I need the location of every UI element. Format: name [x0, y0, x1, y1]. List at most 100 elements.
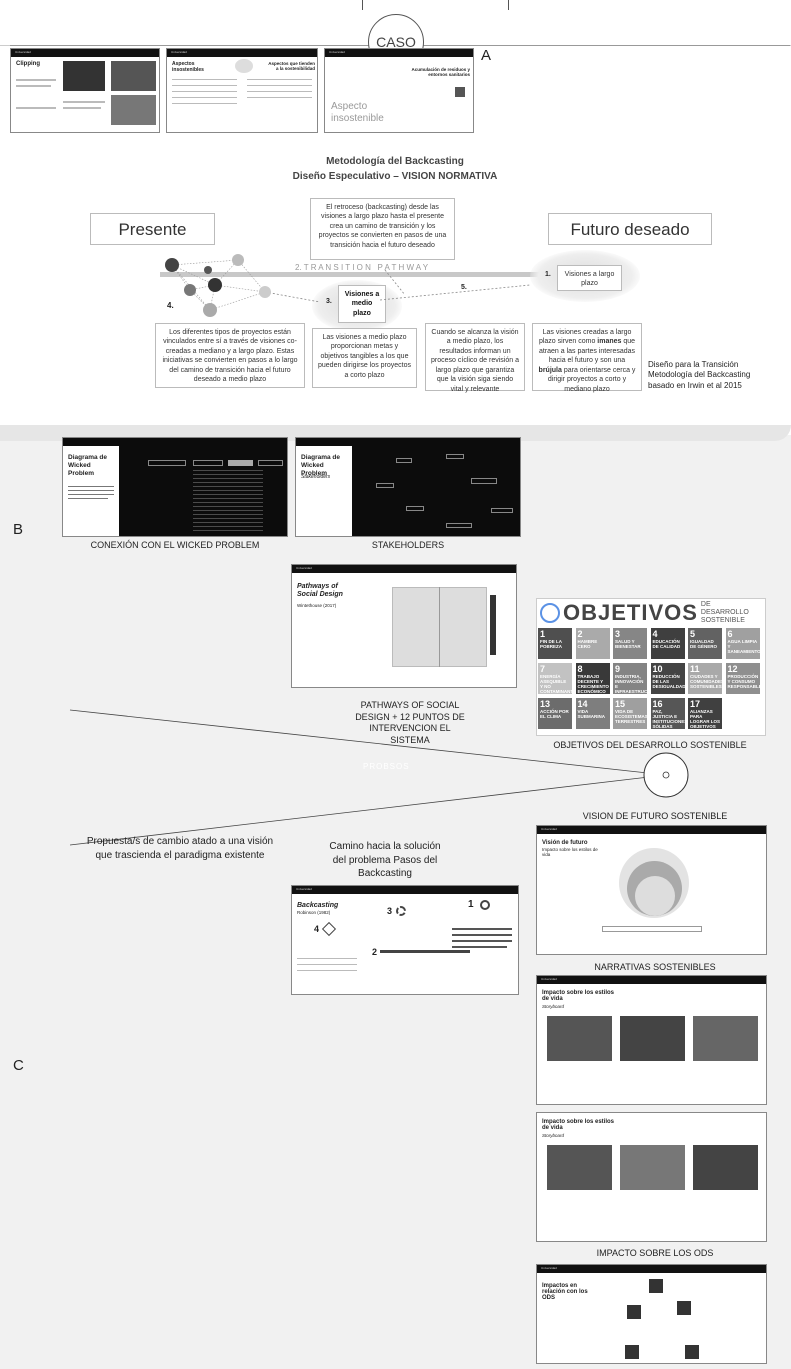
presente-box: Presente [90, 213, 215, 245]
storyboard-panel-1 [547, 1016, 612, 1061]
stakeholder-node-6 [491, 508, 513, 513]
stakeholders-slide: Diagrama de Wicked Problem Stakeholders [295, 437, 521, 537]
ods-tile-number: 13 [540, 699, 551, 709]
caption-pathways: PATHWAYS OF SOCIAL DESIGN + 12 PUNTOS DE… [355, 700, 465, 746]
storyboard-panel-6 [693, 1145, 758, 1190]
stakeholder-node-2 [446, 454, 464, 459]
storyboard-panel-5 [620, 1145, 685, 1190]
pathways-title: Pathways of Social Design [297, 583, 343, 598]
top-tick-right [508, 0, 509, 10]
ods-impact-slide: Universidad Impactos en relación con los… [536, 1264, 767, 1364]
case-slide-aspectos: Universidad Aspectos insostenibles Aspec… [166, 48, 318, 133]
stakeholders-sub: Stakeholders [301, 474, 331, 480]
impacto2-title: Impacto sobre los estilos de vida [542, 1119, 615, 1131]
step1-icon [480, 900, 490, 910]
top-tick-left [362, 0, 363, 10]
caption-narrativas: NARRATIVAS SOSTENIBLES [594, 962, 716, 972]
step3-gear-icon [396, 906, 406, 916]
wicked-map-col1 [148, 460, 186, 466]
desc-box-4: Las visiones creadas a largo plazo sirve… [532, 323, 642, 393]
stakeholder-node-1 [396, 458, 412, 463]
aspectos-image [235, 59, 253, 73]
aspectos-left-title: Aspectos insostenibles [172, 61, 204, 73]
ods-tile-number: 10 [652, 664, 663, 674]
aspectos-right-title: Aspectos que tienden a la sostenibilidad [268, 61, 315, 71]
backcasting-credit: Diseño para la Transición Metodología de… [648, 360, 751, 390]
desc4-text-c: que atraen a las partes interesadas haci… [538, 338, 636, 365]
storyboard-panel-3 [693, 1016, 758, 1061]
desc-box-2: Las visiones a medio plazo proporcionan … [312, 328, 417, 388]
caption-vision: VISION DE FUTURO SOSTENIBLE [582, 811, 728, 821]
step1-label: 1. [545, 271, 551, 278]
backcasting-slide-title: Backcasting [297, 902, 339, 909]
ods-tile-number: 12 [727, 664, 738, 674]
ods-tile-label: PRODUCCIÓN Y CONSUMO RESPONSABLES [727, 673, 765, 689]
clipping-img [63, 61, 105, 91]
stakeholder-node-5 [406, 506, 424, 511]
caption-impacto: IMPACTO SOBRE LOS ODS [596, 1248, 714, 1258]
stakeholders-title: Diagrama de Wicked Problem [301, 454, 341, 477]
storyboard-panel-2 [620, 1016, 685, 1061]
ods-tile-label: REDUCCIÓN DE LAS DESIGUALDADES [652, 673, 692, 689]
ods-tile-number: 11 [690, 664, 700, 674]
pathways-slide: Universidad Pathways of Social Design Wi… [291, 564, 517, 688]
top-note-box: El retroceso (backcasting) desde las vis… [310, 198, 455, 260]
camino-text: Camino hacia la solución del problema Pa… [329, 841, 441, 879]
impacto2-sub: Storyboard [542, 1133, 565, 1138]
ods-tile-number: 9 [615, 664, 621, 674]
ods-impact-tile-5 [685, 1345, 699, 1359]
caption-stakeholders: STAKEHOLDERS [371, 540, 445, 550]
ods-tile-label: SALUD Y BIENESTAR [615, 638, 641, 649]
vision-slide: Universidad Visión de futuro Impacto sob… [536, 825, 767, 955]
ods-tile-number: 4 [652, 629, 658, 639]
ods-header-small: DE DESARROLLO SOSTENIBLE [700, 601, 749, 624]
ods-impact-title: Impactos en relación con los ODS [542, 1283, 588, 1301]
insostenible-heading: Acumulación de residuos y entornos sanit… [411, 67, 470, 77]
wicked-map-col4 [258, 460, 283, 466]
impacto1-sub: Storyboard [542, 1004, 565, 1009]
clipping-title: Clipping [16, 61, 40, 67]
storyboard-panel-4 [547, 1145, 612, 1190]
vision-bottom-bar [602, 926, 702, 932]
stakeholders-left-panel [296, 446, 352, 536]
ods-tile-label: AGUA LIMPIA Y SANEAMIENTO [727, 638, 761, 654]
backcasting-title-line1: Metodología del Backcasting [326, 156, 464, 167]
wicked-title: Diagrama de Wicked Problem [68, 454, 108, 477]
insostenible-big-label: Aspecto insostenible [331, 101, 384, 124]
caso-label: CASO [376, 34, 416, 50]
step3-label: 3. [326, 298, 332, 305]
wicked-map-col2 [193, 460, 223, 466]
backcasting-step2: 2 [372, 947, 378, 957]
clipping-img3 [111, 95, 156, 125]
ods-tile-label: ENERGÍA ASEQUIBLE Y NO CONTAMINANTE [540, 673, 577, 694]
impacto-slide-2: Impacto sobre los estilos de vida Storyb… [536, 1112, 767, 1242]
vision-slide-sub: Impacto sobre los estilos de vida [542, 847, 598, 857]
ods-tile-label: VIDA DE ECOSISTEMAS TERRESTRES [615, 708, 648, 724]
probsos-label: PROBSOS [363, 762, 410, 771]
caption-wicked: CONEXIÓN CON EL WICKED PROBLEM [90, 540, 260, 550]
backcasting-step3: 3 [387, 906, 393, 916]
ods-tile-number: 16 [652, 699, 663, 709]
insostenible-icon [455, 87, 465, 97]
ods-tile-number: 2 [577, 629, 583, 639]
stakeholder-node-4 [471, 478, 497, 484]
stakeholder-node-3 [376, 483, 394, 488]
case-slide-clipping: Universidad Clipping [10, 48, 160, 133]
ods-tile-number: 7 [540, 664, 546, 674]
ods-impact-tile-3 [677, 1301, 691, 1315]
ods-header-text: OBJETIVOS [563, 600, 698, 625]
ods-impact-tile-1 [649, 1279, 663, 1293]
ods-tile-number: 14 [577, 699, 588, 709]
ods-impact-tile-2 [627, 1305, 641, 1319]
desc4-text-e: para orientarse cerca y dirigir proyecto… [547, 366, 636, 393]
probsos-lines [69, 709, 689, 846]
